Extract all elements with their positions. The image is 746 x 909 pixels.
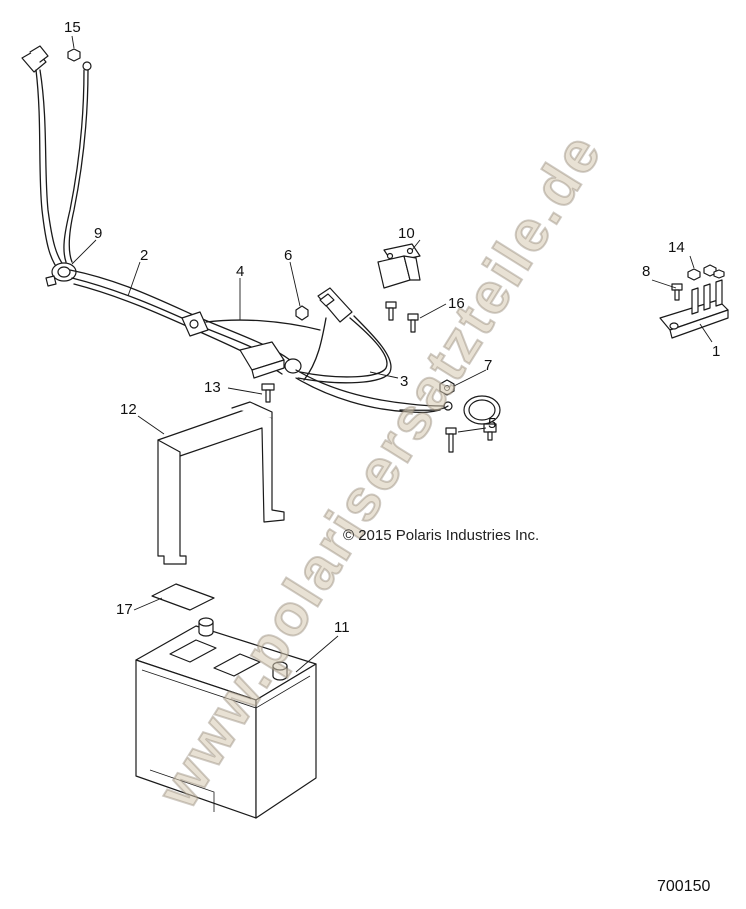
callout-5: 5 (488, 415, 497, 432)
copyright-notice: © 2015 Polaris Industries Inc. (343, 527, 540, 544)
callout-2: 2 (140, 247, 149, 264)
callout-9: 9 (94, 225, 103, 242)
callout-12: 12 (120, 401, 137, 418)
relay (377, 243, 421, 289)
terminal-block (659, 264, 729, 339)
callout-8: 8 (642, 263, 651, 280)
battery-label (151, 583, 215, 611)
callout-11: 11 (334, 619, 350, 636)
wire-harness (21, 45, 453, 414)
battery (135, 617, 317, 819)
callout-13: 13 (204, 379, 221, 396)
callout-14: 14 (668, 239, 685, 256)
leader-lines (71, 35, 713, 673)
callout-7: 7 (484, 357, 493, 374)
callout-17: 17 (116, 601, 133, 618)
callout-4: 4 (236, 263, 245, 280)
callout-10: 10 (398, 225, 415, 242)
cable-clamp (463, 395, 501, 441)
callout-3: 3 (400, 373, 409, 390)
callout-6: 6 (284, 247, 293, 264)
callout-1: 1 (712, 343, 721, 360)
battery-bracket (157, 401, 285, 565)
callout-16: 16 (448, 295, 465, 312)
diagram-id: 700150 (657, 878, 711, 895)
callout-15: 15 (64, 19, 81, 36)
fasteners (67, 48, 457, 453)
